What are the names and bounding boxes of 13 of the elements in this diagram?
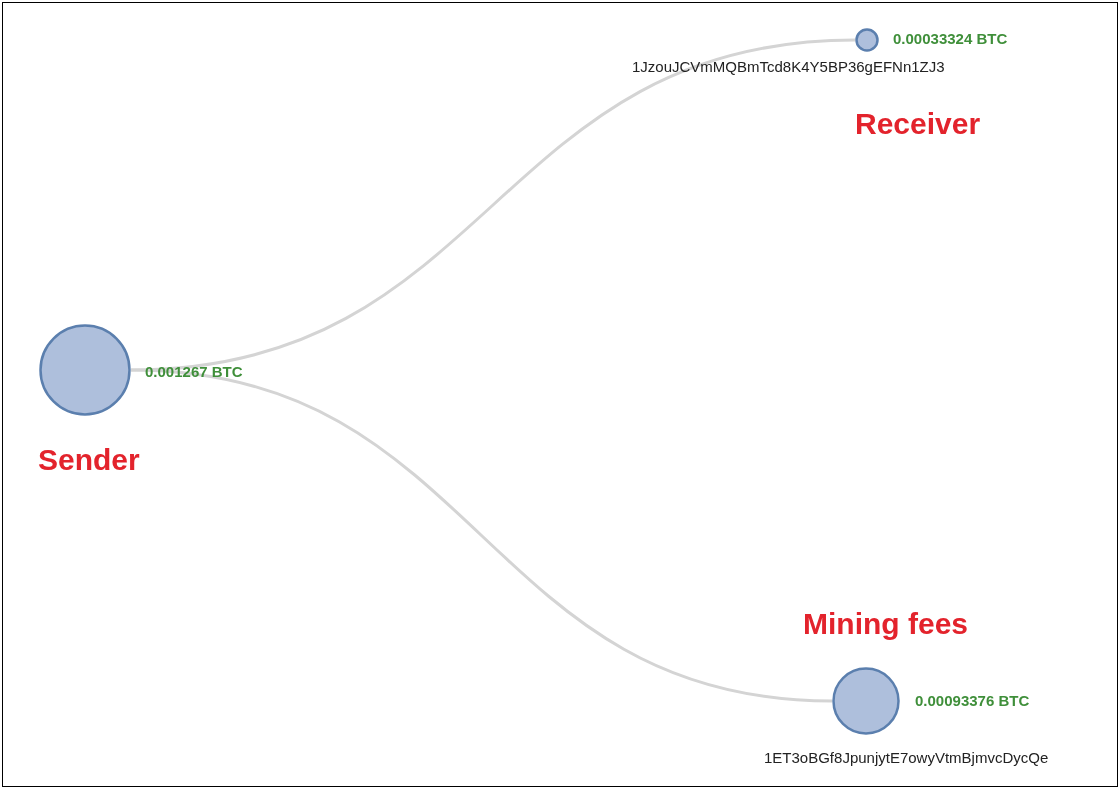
role-label: Receiver	[855, 106, 981, 142]
address-node	[39, 324, 131, 416]
amount-label: 0.00093376 BTC	[915, 692, 1030, 711]
address-label: 1JzouJCVmMQBmTcd8K4Y5BP36gEFNn1ZJ3	[632, 58, 945, 77]
amount-label: 0.00033324 BTC	[893, 30, 1008, 49]
amount-label: 0.001267 BTC	[145, 363, 243, 382]
address-node	[855, 28, 879, 52]
connector-line	[130, 38, 856, 372]
connector-line	[130, 368, 833, 703]
role-label: Mining fees	[803, 606, 968, 642]
address-node	[832, 667, 900, 735]
role-label: Sender	[38, 442, 140, 478]
address-label: 1ET3oBGf8JpunjytE7owyVtmBjmvcDycQe	[764, 749, 1049, 768]
